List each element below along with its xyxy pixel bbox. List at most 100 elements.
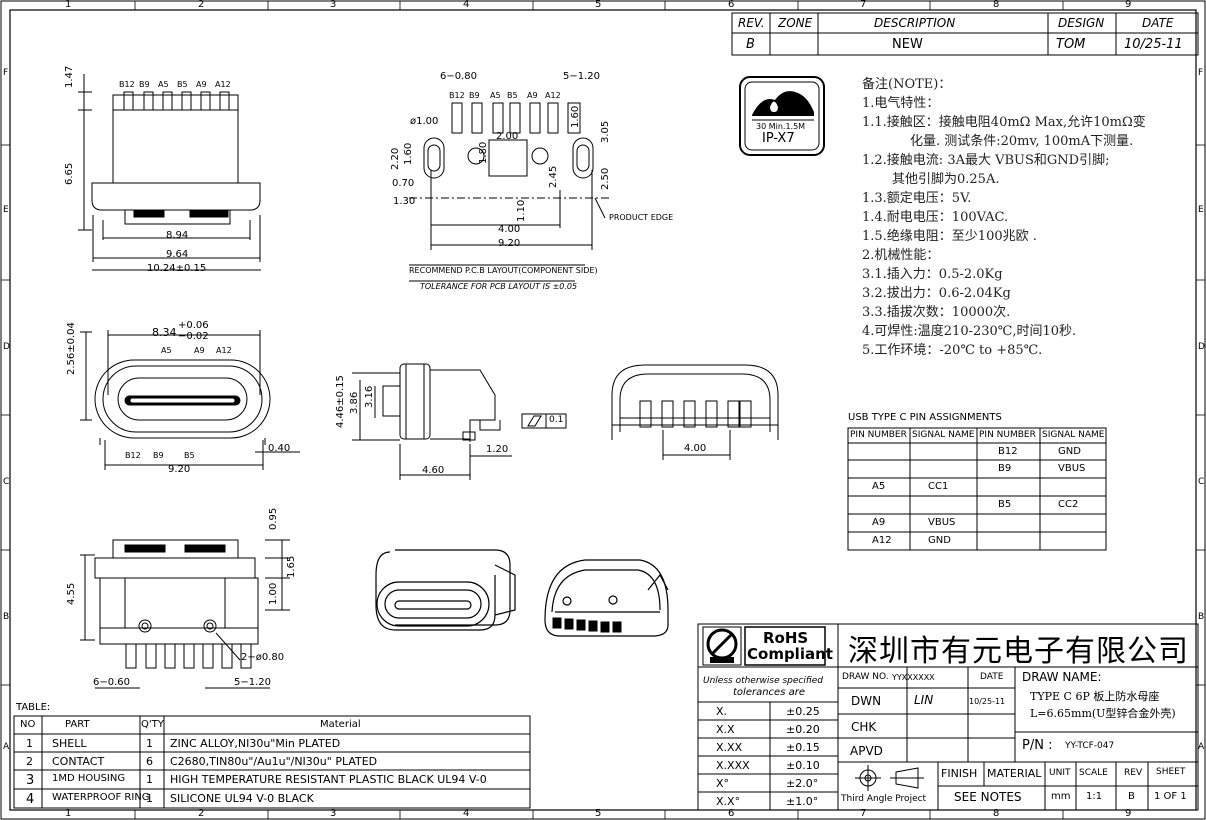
dim-label: 9.20 bbox=[498, 238, 521, 249]
rohs-text: RoHS bbox=[763, 629, 809, 647]
dim-label: 2.50 bbox=[600, 167, 611, 190]
dim-label: 6−0.60 bbox=[93, 677, 131, 688]
pcb-pad bbox=[451, 102, 463, 134]
dim-label: 5−1.20 bbox=[234, 677, 272, 688]
material-table-grid bbox=[13, 715, 531, 809]
pcb-pad bbox=[492, 102, 504, 134]
dim-label: 10.24±0.15 bbox=[147, 263, 207, 274]
pin-table-grid bbox=[847, 427, 1107, 551]
dim-label: 4.60 bbox=[422, 465, 445, 476]
dim-label: 2.45 bbox=[548, 165, 559, 188]
note-line: 1.2.接触电流: 3A最大 VBUS和GND引脚; bbox=[862, 153, 1110, 168]
row-label: E bbox=[1198, 205, 1204, 215]
pin-table-cell: GND bbox=[1058, 446, 1081, 457]
dim-label: 6−0.80 bbox=[440, 71, 478, 82]
col-label: 4 bbox=[463, 0, 470, 10]
unit-value: mm bbox=[1051, 791, 1071, 802]
pin-table-cell: B12 bbox=[998, 446, 1018, 457]
dim-label: ø1.00 bbox=[410, 116, 439, 127]
dim-label: 1.47 bbox=[64, 65, 75, 88]
pin-label: A9 bbox=[527, 91, 538, 100]
description-header: DESCRIPTION bbox=[874, 16, 956, 30]
note-line: 1.5.绝缘电阻：至少100兆欧 . bbox=[862, 229, 1037, 244]
dim-label: 1.30 bbox=[393, 196, 416, 207]
dim-label: 1.80 bbox=[478, 141, 489, 164]
dim-label: 2−ø0.80 bbox=[241, 652, 285, 663]
col-label: 1 bbox=[65, 808, 72, 819]
pin-label: A5 bbox=[158, 80, 169, 89]
row-label: D bbox=[3, 342, 10, 352]
pin-table-cell: A9 bbox=[872, 517, 886, 528]
notes-title: 备注(NOTE)： bbox=[862, 77, 952, 92]
tolerance-label: X.XX bbox=[716, 741, 743, 754]
col-label: 9 bbox=[1125, 808, 1132, 819]
col-label: 9 bbox=[1125, 0, 1132, 10]
pcb-pad bbox=[471, 102, 483, 134]
dim-label: +0.06 bbox=[178, 320, 209, 331]
pcb-pad bbox=[547, 102, 559, 134]
tolerance-note: Unless otherwise specified bbox=[703, 676, 823, 686]
col-label: 3 bbox=[330, 808, 337, 819]
zone-header: ZONE bbox=[778, 16, 813, 30]
row-label: B bbox=[3, 612, 10, 622]
tolerance-label: X.XXX bbox=[716, 759, 750, 772]
dim-label: 1.60 bbox=[570, 105, 581, 128]
dim-label: 6.65 bbox=[64, 162, 75, 185]
material-table-cell: SHELL bbox=[52, 737, 87, 750]
top-view bbox=[78, 74, 261, 271]
note-line: 5.工作环境：-20℃ to +85℃. bbox=[862, 343, 1043, 358]
bottom-pin bbox=[125, 643, 137, 669]
pin-table-cell: CC1 bbox=[928, 481, 949, 492]
pin-table-title: USB TYPE C PIN ASSIGNMENTS bbox=[848, 412, 1002, 423]
design-value: TOM bbox=[1056, 37, 1086, 52]
pin-label: A9 bbox=[196, 80, 207, 89]
rev-value: B bbox=[1128, 791, 1135, 802]
rohs-logo bbox=[702, 626, 826, 666]
sheet-label: SHEET bbox=[1156, 767, 1186, 777]
rohs-text: Compliant bbox=[747, 645, 833, 663]
pin-label: A12 bbox=[545, 91, 561, 100]
dim-label: 2.00 bbox=[496, 131, 519, 142]
dim-label: 0.95 bbox=[268, 507, 279, 530]
tolerance-value: ±2.0° bbox=[786, 777, 819, 790]
tolerance-label: X.X bbox=[716, 723, 735, 736]
col-label: 1 bbox=[65, 0, 72, 10]
dim-label: 3.05 bbox=[600, 120, 611, 143]
pin-table-cell: VBUS bbox=[1058, 463, 1086, 474]
bottom-pin bbox=[221, 643, 233, 669]
tolerance-value: ±0.15 bbox=[786, 741, 820, 754]
date-label: DATE bbox=[980, 672, 1004, 682]
side-view bbox=[352, 363, 567, 480]
material-table-cell: 2 bbox=[26, 755, 33, 768]
dim-label: 8.34 bbox=[152, 326, 177, 339]
tolerance-value: ±0.25 bbox=[786, 705, 820, 718]
projection-label: Third Angle Project bbox=[841, 794, 927, 804]
pcb-pad bbox=[567, 102, 581, 134]
pin-table-cell: CC2 bbox=[1058, 499, 1079, 510]
col-label: 7 bbox=[860, 808, 867, 819]
col-label: 5 bbox=[595, 808, 602, 819]
iso-view-1 bbox=[375, 549, 516, 631]
material-table-cell: 4 bbox=[26, 792, 35, 807]
pin-label: B12 bbox=[449, 91, 465, 100]
dim-label: 0.40 bbox=[268, 443, 291, 454]
dwn-value: LIN bbox=[914, 693, 934, 707]
col-label: 7 bbox=[860, 0, 867, 10]
note-line: 1.4.耐电电压：100VAC. bbox=[862, 210, 1009, 225]
material-table-cell: ZINC ALLOY,NI30u"Min PLATED bbox=[170, 737, 341, 750]
pcb-pad bbox=[529, 102, 541, 134]
pin-table-header: SIGNAL NAME bbox=[1042, 430, 1105, 440]
note-line: 2.机械性能： bbox=[862, 248, 940, 263]
note-line: 化量. 测试条件:20mv, 100mA下测量. bbox=[910, 134, 1134, 149]
material-header: Material bbox=[320, 719, 361, 730]
pin-table-header: PIN NUMBER bbox=[850, 430, 907, 440]
material-table-cell: 1 bbox=[146, 773, 153, 786]
date-value: 10/25-11 bbox=[1124, 37, 1183, 52]
ipx7-badge bbox=[739, 76, 825, 156]
dim-label: 4.46±0.15 bbox=[335, 375, 346, 428]
dwn-label: DWN bbox=[851, 694, 882, 708]
dim-label: 2.56±0.04 bbox=[66, 322, 77, 375]
pn-value: YY-TCF-047 bbox=[1065, 741, 1115, 751]
apvd-label: APVD bbox=[850, 744, 883, 758]
note-line: 1.1.接触区：接触电阻40mΩ Max,允许10mΩ变 bbox=[862, 115, 1146, 130]
